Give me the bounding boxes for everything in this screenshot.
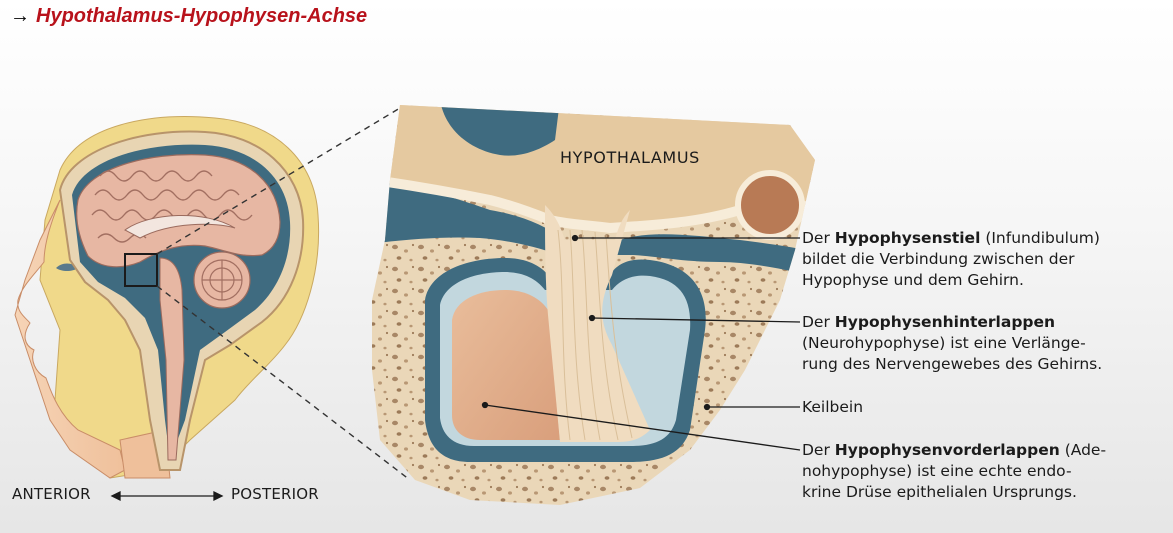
slide-title: → Hypothalamus-Hypophysen-Achse xyxy=(10,3,367,29)
arrow-right-icon: → xyxy=(10,5,30,27)
label-stalk: Der Hypophysenstiel (Infundibulum) bilde… xyxy=(802,228,1100,291)
label-anterior-line2: nohypophyse) ist eine echte endo- xyxy=(802,462,1072,480)
label-stalk-line3: Hypophyse und dem Gehirn. xyxy=(802,271,1024,289)
head-face xyxy=(14,199,126,479)
label-stalk-prefix: Der xyxy=(802,229,835,247)
label-stalk-term: Hypophysenstiel xyxy=(834,229,981,247)
label-sphenoid: Keilbein xyxy=(802,398,864,416)
label-posterior-line3: rung des Nervengewebes des Gehirns. xyxy=(802,355,1103,373)
label-anterior-lobe: Der Hypophysenvorderlappen (Ade- nohypop… xyxy=(802,440,1106,503)
leader-anterior xyxy=(484,404,801,451)
label-stalk-rest: (Infundibulum) xyxy=(980,229,1100,247)
posterior-label: POSTERIOR xyxy=(231,485,319,503)
axis-arrow xyxy=(110,490,224,502)
label-posterior-lobe: Der Hypophysenhinterlappen (Neurohypophy… xyxy=(802,312,1102,375)
posterior-lobe xyxy=(545,205,650,442)
anterior-lobe xyxy=(452,290,560,440)
label-anterior-line3: krine Drüse epithelialen Ursprungs. xyxy=(802,483,1077,501)
zoom-box xyxy=(124,253,158,287)
brain xyxy=(76,154,281,268)
label-anterior-rest: (Ade- xyxy=(1059,441,1107,459)
label-anterior-prefix: Der xyxy=(802,441,835,459)
label-posterior-line2: (Neurohypophyse) ist eine Verlänge- xyxy=(802,334,1086,352)
label-posterior-term: Hypophysenhinterlappen xyxy=(834,313,1056,331)
label-anterior-term: Hypophysenvorderlappen xyxy=(834,441,1060,459)
label-posterior-prefix: Der xyxy=(802,313,835,331)
child-head-illustration xyxy=(14,116,320,479)
zoom-connector-bottom xyxy=(156,285,411,481)
slide-title-text: Hypothalamus-Hypophysen-Achse xyxy=(36,5,368,27)
leader-posterior xyxy=(591,317,801,323)
zoom-connector-top xyxy=(156,107,401,255)
label-stalk-line2: bildet die Verbindung zwischen der xyxy=(802,250,1075,268)
hypothalamus-label: HYPOTHALAMUS xyxy=(560,148,700,167)
anterior-label: ANTERIOR xyxy=(12,485,91,503)
brainstem xyxy=(159,257,185,461)
